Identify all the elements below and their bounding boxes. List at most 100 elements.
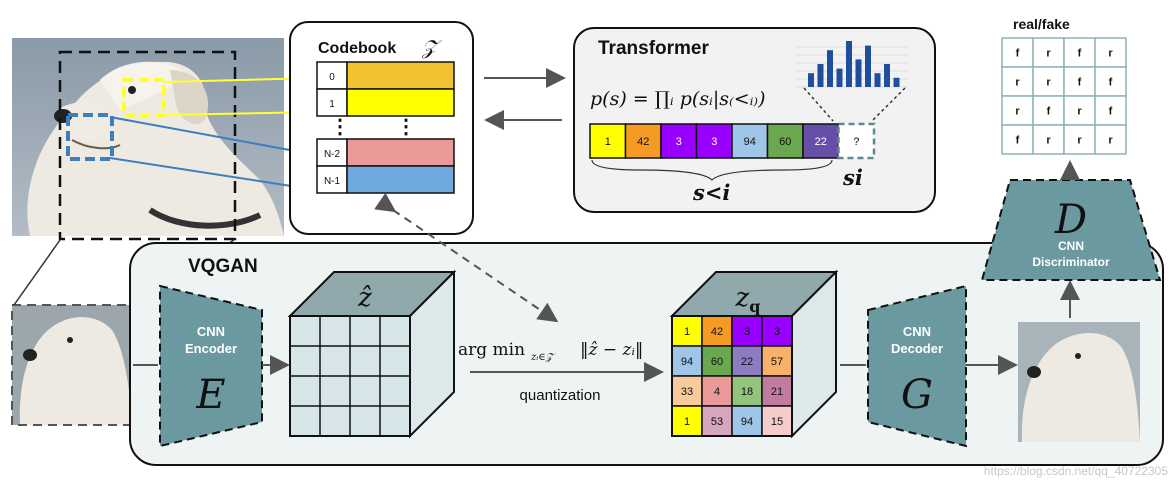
arrow-codebook-lookup — [374, 192, 559, 323]
cropped-dog-image — [12, 305, 133, 425]
encoder-symbol: E — [195, 372, 225, 418]
cnn-encoder: CNN Encoder E — [159, 284, 263, 448]
real-fake-cell — [1032, 66, 1065, 97]
codebook-vector — [346, 61, 455, 90]
next-token-cell: ? — [837, 122, 876, 160]
token-value: 22 — [815, 136, 827, 148]
histogram-bar — [893, 77, 900, 87]
real-fake-cell — [1001, 66, 1034, 97]
token-value: 1 — [605, 136, 611, 148]
token-value: 94 — [744, 136, 756, 148]
real-fake-value: f — [1109, 106, 1113, 118]
prefix-brace — [591, 159, 833, 181]
discriminator-label-2: Discriminator — [1032, 255, 1110, 269]
codebook-title: Codebook — [318, 40, 396, 57]
watermark: https://blog.csdn.net/qq_40722305 — [984, 464, 1168, 478]
real-fake-cell — [1063, 37, 1096, 68]
zq-cell: 94 — [731, 405, 763, 437]
codebook-row: N-1 — [316, 165, 455, 194]
codebook-index: N-2 — [324, 149, 341, 160]
real-fake-value: f — [1078, 77, 1082, 89]
argmin-subscript: zᵢ∈𝒵 — [530, 352, 556, 363]
real-fake-cell — [1094, 124, 1127, 155]
histogram-bar — [817, 64, 824, 87]
next-token-label: si — [842, 165, 863, 190]
z-q-label: zq — [735, 283, 761, 316]
blue-patch-marker — [66, 113, 114, 161]
real-fake-value: f — [1078, 48, 1082, 60]
zq-cell: 3 — [731, 315, 763, 347]
histogram-bar — [836, 68, 843, 87]
real-fake-cell — [1094, 95, 1127, 126]
codebook-index: N-1 — [324, 176, 341, 187]
zq-cell: 94 — [671, 345, 703, 377]
codebook-panel: Codebook 𝒵 01N-2N-1 ⋮ ⋮ — [289, 21, 474, 235]
zq-cell: 1 — [671, 405, 703, 437]
yellow-patch-marker — [122, 78, 166, 118]
real-fake-value: f — [1047, 106, 1051, 118]
zq-cell: 1 — [671, 315, 703, 347]
codebook-vector — [346, 165, 455, 194]
real-fake-cell — [1063, 124, 1096, 155]
discriminator-label-1: CNN — [1058, 239, 1084, 253]
decoder-label-1: CNN — [903, 324, 931, 339]
codebook-ellipsis-right: ⋮ — [396, 116, 416, 138]
real-fake-value: r — [1046, 48, 1051, 60]
token-cell: 22 — [802, 123, 840, 159]
codebook-vector — [346, 88, 455, 117]
zq-value: 94 — [741, 416, 753, 428]
prefix-label: s<i — [692, 180, 730, 205]
encoder-label-2: Encoder — [185, 341, 237, 356]
zq-cell: 53 — [701, 405, 733, 437]
histogram-bar — [827, 50, 833, 87]
histogram-bar — [846, 41, 852, 87]
zq-value: 53 — [711, 416, 723, 428]
real-fake-value: r — [1046, 135, 1051, 147]
zq-value: 33 — [681, 386, 693, 398]
zq-cell: 33 — [671, 375, 703, 407]
zq-cell: 21 — [761, 375, 793, 407]
quantization-label: quantization — [520, 387, 601, 404]
codebook-symbol: 𝒵 — [421, 35, 442, 59]
real-fake-value: f — [1016, 48, 1020, 60]
real-fake-cell — [1094, 37, 1127, 68]
transformer-formula: p(s) = ∏ᵢ p(sᵢ|s₍<ᵢ₎) — [590, 88, 766, 110]
crop-box — [58, 50, 237, 241]
zq-cell: 15 — [761, 405, 793, 437]
zq-value: 60 — [711, 356, 723, 368]
real-fake-value: r — [1077, 106, 1082, 118]
codebook-index: 1 — [329, 99, 335, 110]
codebook-row: 1 — [316, 88, 455, 117]
zq-cell: 18 — [731, 375, 763, 407]
codebook-index: 0 — [329, 72, 335, 83]
zq-value: 42 — [711, 326, 723, 338]
zq-value: 18 — [741, 386, 753, 398]
real-fake-value: r — [1046, 77, 1051, 89]
discriminator-symbol: D — [1054, 197, 1087, 243]
real-fake-value: f — [1109, 77, 1113, 89]
histogram-bar — [808, 73, 814, 87]
histogram-bar — [855, 59, 862, 87]
histogram-bar — [884, 64, 890, 87]
z-hat-cube: ẑ — [287, 269, 457, 439]
token-cell: 1 — [589, 123, 627, 159]
blue-link-line — [109, 116, 318, 156]
zq-value: 3 — [774, 326, 780, 338]
zq-cell: 22 — [731, 345, 763, 377]
vqgan-title: VQGAN — [188, 256, 258, 277]
real-fake-value: r — [1015, 106, 1020, 118]
decoder-label-2: Decoder — [891, 341, 943, 356]
real-fake-cell — [1001, 124, 1034, 155]
real-fake-value: r — [1108, 135, 1113, 147]
transformer-title: Transformer — [598, 38, 709, 59]
zq-value: 94 — [681, 356, 693, 368]
zq-value: 1 — [684, 326, 690, 338]
reconstructed-dog-image — [1018, 322, 1140, 442]
real-fake-value: r — [1077, 135, 1082, 147]
token-value: 60 — [779, 136, 791, 148]
histogram-bar — [865, 45, 871, 87]
zq-cell: 60 — [701, 345, 733, 377]
token-cell: 3 — [695, 123, 733, 159]
